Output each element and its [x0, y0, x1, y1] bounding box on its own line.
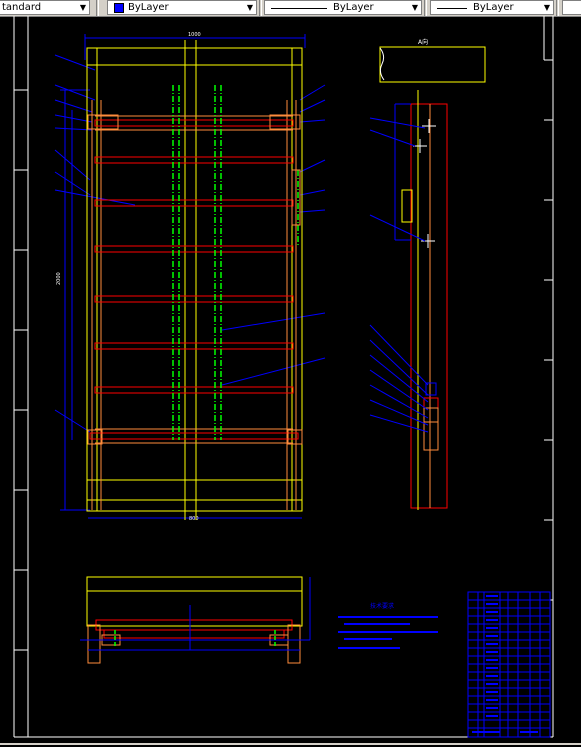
bottom-bar — [0, 743, 581, 745]
chevron-down-icon[interactable]: ▼ — [543, 3, 550, 12]
lineweight-dropdown[interactable]: ByLayer ▼ — [430, 0, 554, 15]
notes-lines — [338, 616, 438, 649]
side-stiles — [91, 100, 297, 510]
text-style-dropdown[interactable]: tandard ▼ — [0, 0, 90, 15]
plot-style-dropdown[interactable] — [562, 0, 581, 15]
toolbar-separator — [259, 0, 262, 16]
plan-view[interactable] — [80, 576, 311, 664]
plan-view-center — [114, 630, 276, 646]
title-block-text — [472, 595, 538, 733]
front-view[interactable]: 1000 2000 800 — [54, 32, 326, 522]
color-dropdown[interactable]: ByLayer ▼ — [107, 0, 257, 15]
title-block — [467, 591, 551, 738]
chevron-down-icon[interactable]: ▼ — [79, 3, 86, 12]
linetype-dropdown[interactable]: ByLayer ▼ — [264, 0, 422, 15]
toolbar-separator — [424, 0, 427, 16]
beam-inner-lines — [95, 115, 293, 444]
side-view-body — [394, 90, 448, 510]
svg-text:800: 800 — [189, 516, 199, 522]
break-line — [379, 47, 385, 81]
border-tick-marks — [14, 89, 553, 651]
color-value: ByLayer — [128, 2, 169, 13]
svg-text:1000: 1000 — [188, 32, 201, 38]
color-swatch-icon — [114, 3, 124, 13]
plan-view-dims — [80, 577, 311, 651]
side-view-crosshairs — [413, 119, 436, 248]
toolbar-separator — [556, 0, 559, 16]
front-view-dimensions — [54, 34, 326, 519]
front-view-dim-text: 1000 2000 800 — [56, 32, 201, 522]
technical-notes: 技术要求 — [338, 602, 438, 649]
drawing-canvas[interactable]: 1000 2000 800 — [0, 16, 581, 743]
drawing-border — [13, 16, 554, 738]
properties-toolbar: tandard ▼ ByLayer ▼ ByLayer ▼ ByLayer ▼ — [0, 0, 581, 17]
outer-frame — [86, 40, 303, 520]
linetype-value: ByLayer — [333, 2, 374, 13]
center-lines — [172, 85, 299, 440]
toolbar-separator — [96, 0, 99, 16]
chevron-down-icon[interactable]: ▼ — [411, 3, 418, 12]
side-view-title: A向 — [418, 38, 428, 46]
linetype-preview-icon — [271, 8, 327, 9]
cad-drawing[interactable]: 1000 2000 800 — [0, 16, 581, 743]
lineweight-value: ByLayer — [473, 2, 514, 13]
plan-view-beams — [87, 619, 301, 664]
lineweight-preview-icon — [437, 8, 467, 9]
notes-title: 技术要求 — [370, 602, 394, 610]
side-view-frame — [379, 46, 486, 83]
plan-view-frame — [86, 576, 303, 627]
side-view[interactable]: A向 — [369, 38, 486, 510]
side-view-leaders — [369, 117, 429, 433]
corner-brackets — [87, 114, 303, 445]
text-style-value: tandard — [2, 2, 42, 13]
horizontal-beams — [89, 119, 299, 440]
svg-text:2000: 2000 — [56, 272, 62, 285]
chevron-down-icon[interactable]: ▼ — [246, 3, 253, 12]
